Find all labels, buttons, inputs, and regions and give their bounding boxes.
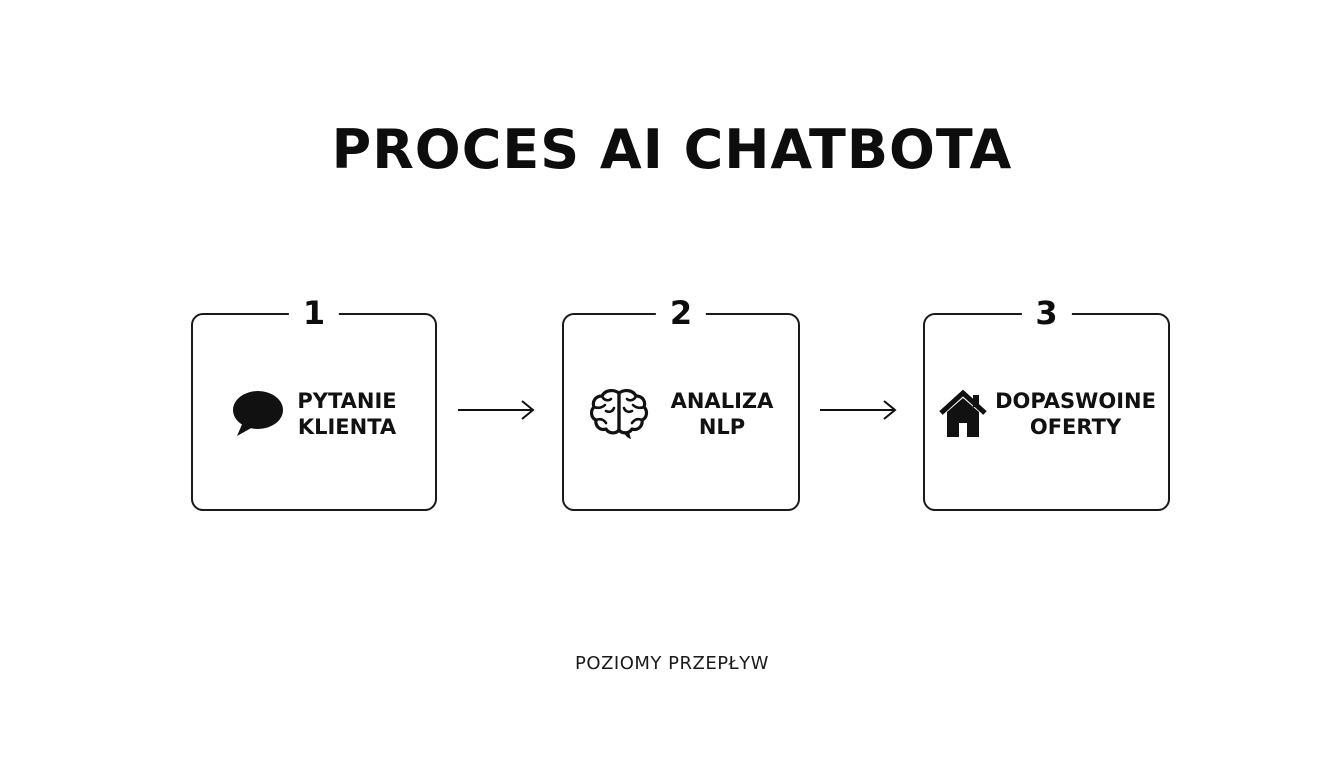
step-box-1: 1 PYTANIE KLIENTA: [191, 293, 437, 511]
step-number-3: 3: [1021, 293, 1072, 333]
step-label-3-line2: OFERTY: [1029, 415, 1122, 439]
step-number-2: 2: [655, 293, 707, 333]
step-label-2-line2: NLP: [698, 415, 746, 439]
brain-icon: [589, 387, 649, 441]
step-box-2: 2 ANALIZA NLP: [562, 293, 800, 511]
step-label-2: ANALIZA NLP: [671, 388, 774, 440]
step-label-3: DOPASWOINE OFERTY: [995, 388, 1156, 440]
step-label-2-line1: ANALIZA: [670, 389, 774, 413]
step-number-1: 1: [288, 293, 340, 333]
arrow-right-icon: [458, 400, 535, 420]
arrow-right-icon: [820, 400, 897, 420]
step-label-1: PYTANIE KLIENTA: [297, 388, 396, 440]
step-label-1-line2: KLIENTA: [297, 415, 397, 439]
speech-bubble-icon: [231, 389, 285, 439]
diagram-caption: POZIOMY PRZEPŁYW: [575, 653, 769, 674]
diagram-title: PROCES AI CHATBOTA: [331, 118, 1013, 181]
step-box-3: 3 DOPASWOINE OFERTY: [923, 293, 1170, 511]
house-icon: [937, 389, 989, 439]
step-label-3-line1: DOPASWOINE: [995, 389, 1156, 413]
step-label-1-line1: PYTANIE: [297, 389, 397, 413]
